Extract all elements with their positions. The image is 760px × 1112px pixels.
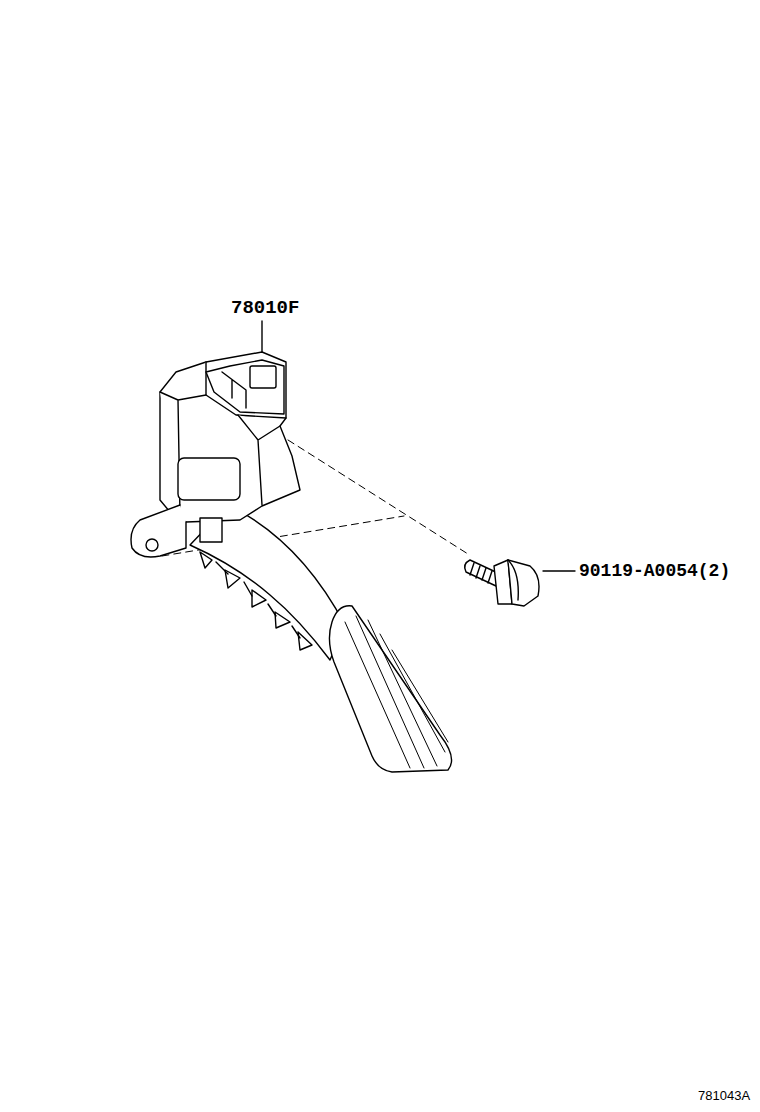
bolt	[465, 560, 539, 606]
diagram-code: 781043A	[698, 1089, 750, 1102]
pedal-pad	[329, 606, 451, 772]
sensor-housing	[131, 352, 300, 557]
alignment-lines	[162, 440, 468, 556]
part-number: 90119-A0054(2)	[579, 562, 730, 580]
part-number: 78010F	[231, 299, 299, 318]
pedal-arm	[190, 505, 345, 660]
leader-line	[543, 570, 575, 571]
